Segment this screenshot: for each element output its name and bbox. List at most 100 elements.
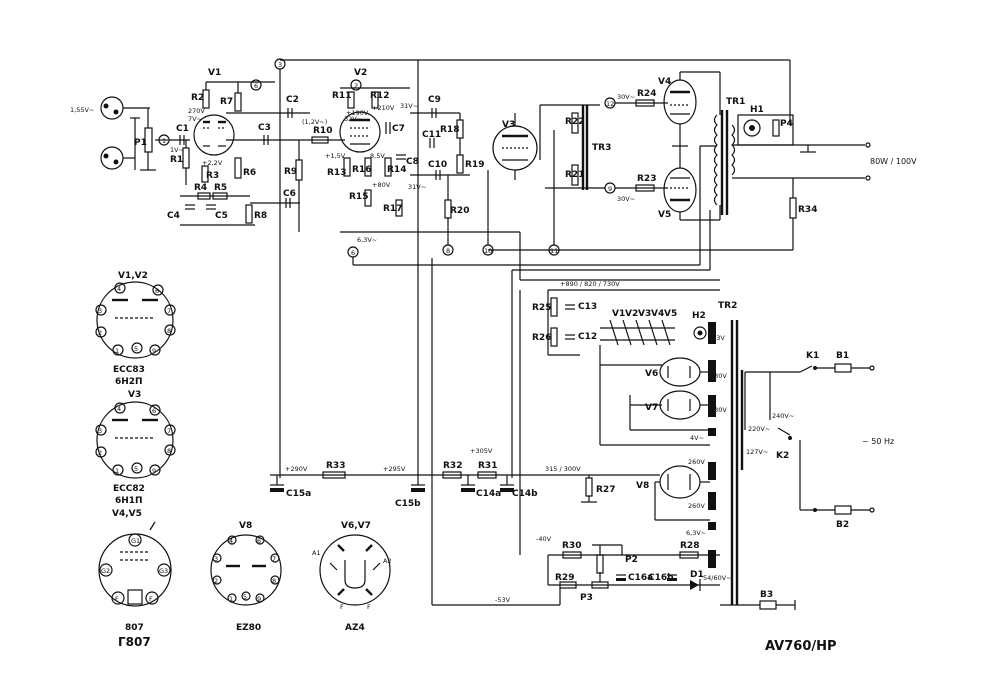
v-1-5: +1,5V: [325, 152, 346, 160]
label-r31: R31: [478, 461, 497, 471]
label-r23: R23: [637, 174, 656, 184]
label-b2: B2: [836, 520, 849, 530]
807-g1: G1: [131, 537, 140, 545]
label-r8: R8: [254, 211, 267, 221]
label-h1: H1: [750, 105, 764, 115]
v-190: +190V: [346, 109, 369, 117]
label-v5: V5: [658, 210, 671, 220]
label-tr3: TR3: [592, 143, 611, 153]
ecc82-pin4: 4: [117, 405, 121, 413]
label-r4: R4: [194, 183, 207, 193]
node-11: 11: [550, 247, 558, 255]
v-30b: 30V~: [617, 195, 635, 203]
c15b-cap: [411, 475, 425, 492]
label-r29: R29: [555, 573, 574, 583]
tr1-transformer: [713, 110, 736, 215]
output-rating: 80W / 100V: [870, 157, 917, 166]
807-sub: Г807: [118, 635, 151, 649]
node-9: 9: [608, 185, 612, 193]
heater-v5: V5: [664, 309, 677, 319]
label-r17: R17: [383, 204, 402, 214]
label-v8: V8: [636, 481, 649, 491]
az4-name: AZ4: [345, 623, 365, 633]
807-f1: F: [115, 595, 119, 603]
label-c10: C10: [428, 160, 447, 170]
v-1v: 1V~: [170, 146, 184, 154]
label-d1: D1: [690, 570, 704, 580]
v1-tube: [193, 114, 235, 156]
v2-tube: [339, 111, 381, 153]
az4-a1: A1: [312, 549, 321, 557]
label-v7: V7: [645, 403, 658, 413]
v7-tube: [659, 390, 701, 420]
label-v6: V6: [645, 369, 658, 379]
ecc82-pin6: 6: [152, 407, 156, 415]
label-c9: C9: [428, 95, 441, 105]
label-r16: R16: [352, 165, 371, 175]
v6-tube: [659, 357, 701, 387]
label-r20: R20: [450, 206, 469, 216]
heater-v1: V1: [612, 309, 625, 319]
label-r11: R11: [332, 91, 351, 101]
v-315: 315 / 300V: [545, 465, 581, 473]
label-r25: R25: [532, 303, 551, 313]
pinout-807: [98, 521, 172, 607]
label-h2: H2: [692, 311, 706, 321]
v-m53: -53V: [495, 596, 511, 604]
ecc83-pin8: 8: [167, 327, 171, 335]
node-8: 8: [446, 247, 450, 255]
label-r14: R14: [387, 165, 406, 175]
label-v3: V3: [502, 120, 515, 130]
v-4v: 4V~: [690, 434, 704, 442]
v-hv: +890 / 820 / 730V: [560, 280, 620, 288]
ez80-pin4: 4: [229, 537, 233, 545]
p1-pot: [140, 108, 168, 171]
v-6-3-heater: 6,3V~: [357, 236, 377, 244]
ecc83-pin2: 2: [98, 329, 102, 337]
label-k1: K1: [806, 351, 819, 361]
node-2: 2: [354, 82, 358, 90]
label-tr2: TR2: [718, 301, 737, 311]
label-c7: C7: [392, 124, 405, 134]
label-r19: R19: [465, 160, 484, 170]
label-r5: R5: [214, 183, 227, 193]
ecc82-name: ECC82: [113, 484, 145, 494]
ecc82-pin8: 8: [167, 447, 171, 455]
ez80-pin8: 8: [272, 577, 276, 585]
c15a-cap: [270, 475, 284, 492]
ez80-pin2: 2: [214, 577, 218, 585]
v-295: +295V: [383, 465, 406, 473]
ecc83-pin4: 4: [117, 285, 121, 293]
label-c2: C2: [286, 95, 299, 105]
label-r1: R1: [170, 155, 183, 165]
h1-lamp: [743, 119, 761, 137]
ez80-pin1: 1: [229, 595, 233, 603]
label-v1: V1: [208, 68, 221, 78]
v-1-2: (1,2V~): [302, 118, 327, 126]
v-8-5: 8,5V: [370, 152, 385, 160]
label-r32: R32: [443, 461, 462, 471]
label-r2: R2: [191, 93, 204, 103]
v-290: +290V: [285, 465, 308, 473]
v-220: 220V~: [748, 425, 770, 433]
heater-chain: [600, 319, 707, 346]
label-c12: C12: [578, 332, 597, 342]
807-g3: G3: [159, 567, 168, 575]
label-r3: R3: [206, 171, 219, 181]
ecc82-head: V3: [128, 390, 141, 400]
c14a-cap: [461, 475, 475, 492]
node-1: 1: [162, 137, 166, 145]
v5-tube: [663, 167, 697, 213]
807-head: V4,V5: [112, 509, 142, 519]
v8-tube: [659, 465, 701, 499]
label-c5: C5: [215, 211, 228, 221]
az4-head: V6,V7: [341, 521, 371, 531]
label-tr1: TR1: [726, 97, 745, 107]
ecc82-pin7: 7: [167, 427, 171, 435]
ecc83-pin6: 6: [155, 287, 159, 295]
ecc83-pin9: 9: [152, 347, 156, 355]
807-g2: G2: [101, 567, 110, 575]
label-p2: P2: [625, 555, 638, 565]
node-4: 6: [254, 82, 258, 90]
label-r34: R34: [798, 205, 817, 215]
